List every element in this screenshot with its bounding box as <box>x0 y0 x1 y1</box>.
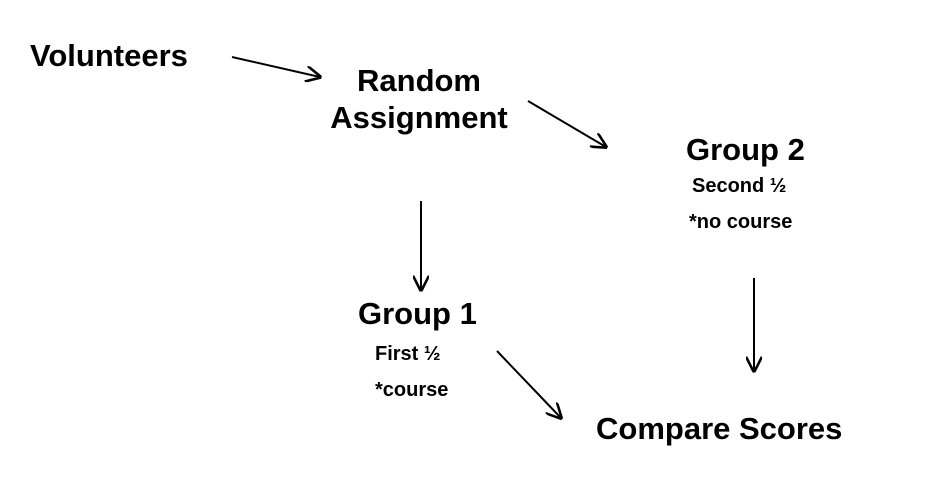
random-assignment-line1: Random <box>357 63 481 98</box>
arrow-group1-to-compare <box>496 350 561 418</box>
group2-subtitle-course: *no course <box>689 211 793 233</box>
group2-title: Group 2 <box>686 132 805 167</box>
group1-subtitle-half: First ½ <box>375 343 441 365</box>
group1-subtitle-course: *course <box>375 379 449 401</box>
volunteers-node: Volunteers <box>30 38 188 73</box>
arrow-random-to-group2 <box>527 100 606 147</box>
random-assignment-line2: Assignment <box>330 100 508 136</box>
arrow-volunteers-to-random <box>231 56 320 77</box>
group1-title: Group 1 <box>358 296 477 331</box>
compare-scores-node: Compare Scores <box>596 411 843 446</box>
random-assignment-node: Random Assignment <box>303 62 535 136</box>
group2-subtitle-half: Second ½ <box>692 175 787 197</box>
